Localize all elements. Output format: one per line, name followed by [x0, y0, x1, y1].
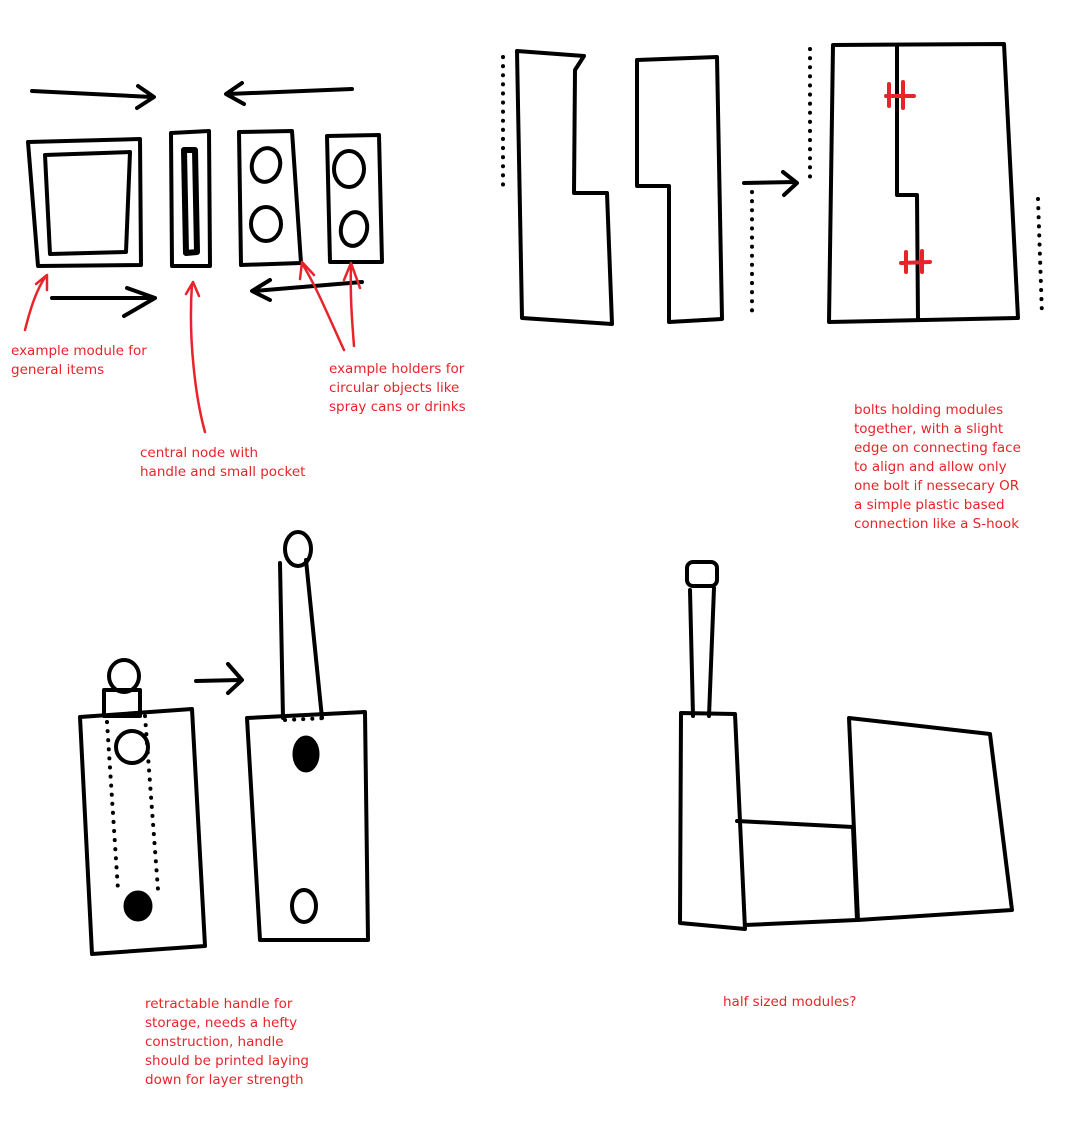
half-module-knob [687, 562, 717, 586]
dotted-edge [1038, 199, 1042, 315]
pointer-arrow-circular [344, 263, 360, 346]
half-module-group [680, 562, 1012, 929]
half-module-handle [690, 588, 714, 716]
bolt-icon [886, 82, 914, 108]
dotted-edge [285, 718, 327, 720]
general-module-inner [45, 152, 130, 254]
can-slot-icon [338, 210, 371, 249]
module-piece-left [517, 51, 612, 324]
annotation-central-node: central node with handle and small pocke… [140, 444, 340, 482]
arrow-right-top [32, 86, 154, 108]
retractable-handle-group [80, 532, 368, 954]
handle-shaft-extended [280, 560, 322, 718]
circular-holder-1-outer [239, 131, 301, 265]
central-node-handle [184, 150, 197, 253]
can-slot-icon [251, 207, 281, 241]
handle-hole-icon [116, 731, 148, 763]
pointer-arrow-circular [300, 262, 344, 350]
annotation-circular-holders: example holders for circular objects lik… [329, 360, 499, 417]
handle-grip-knob [109, 660, 139, 692]
handle-hole-filled-icon [125, 892, 151, 920]
combined-module [829, 44, 1018, 322]
arrow-extend [196, 664, 242, 693]
annotation-bolts: bolts holding modules together, with a s… [854, 401, 1054, 534]
bolt-connection-group [503, 44, 1042, 324]
full-height-module [849, 718, 1012, 920]
module-piece-right [637, 57, 722, 322]
arrow-right-bottom [52, 288, 155, 316]
arrow-left-bottom [252, 280, 362, 300]
handle-grip-knob [285, 532, 311, 566]
annotation-half-sized: half sized modules? [723, 993, 923, 1012]
handle-hole-icon [292, 890, 316, 922]
half-height-module [737, 821, 857, 925]
handle-hole-filled-icon [294, 737, 318, 771]
pointer-arrow-general [25, 275, 47, 330]
annotation-retractable-handle: retractable handle for storage, needs a … [145, 995, 345, 1090]
can-slot-icon [248, 145, 284, 185]
can-slot-icon [334, 151, 364, 187]
pointer-arrow-central [186, 282, 205, 432]
combined-seam [897, 45, 918, 320]
dotted-edge [145, 716, 158, 890]
annotation-general-module: example module for general items [11, 342, 181, 380]
arrow-left-top [226, 83, 352, 104]
